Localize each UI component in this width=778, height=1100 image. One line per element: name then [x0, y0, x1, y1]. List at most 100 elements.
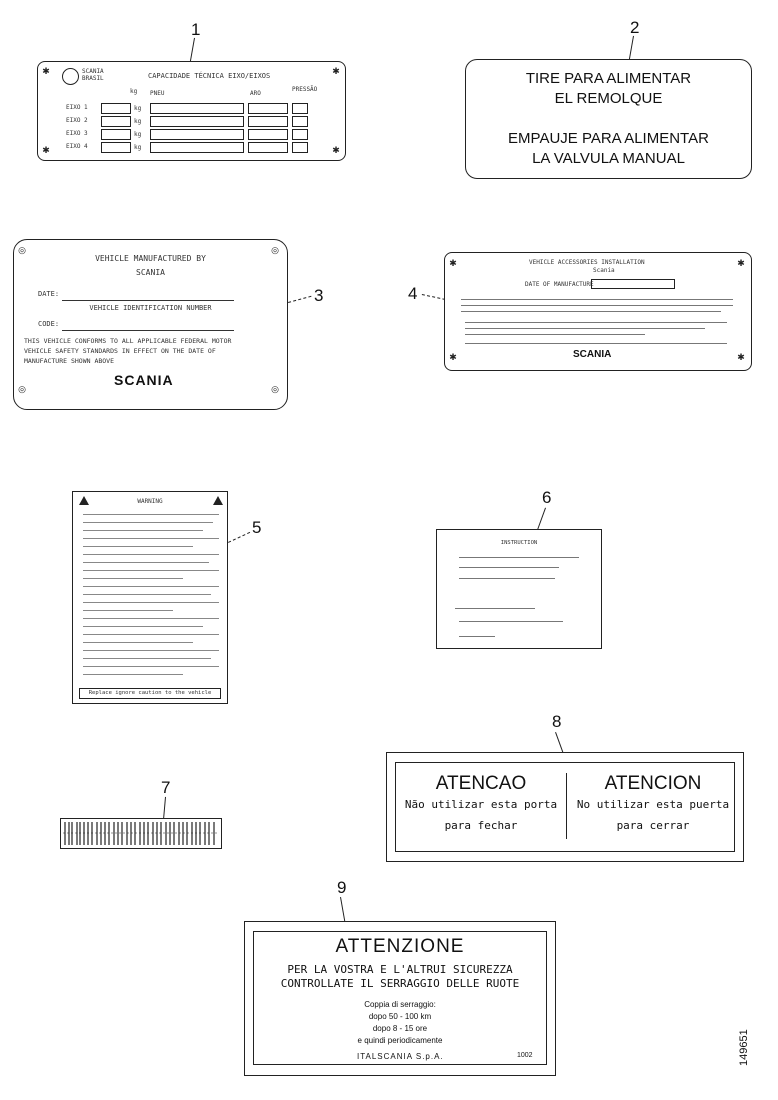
plate-4-title: VEHICLE ACCESSORIES INSTALLATION — [529, 259, 645, 266]
text-line — [83, 514, 219, 515]
manufacturer-name: SCANIA — [136, 268, 165, 277]
plate-2-line-3: EMPAUJE PARA ALIMENTAR — [508, 130, 709, 147]
drawing-number: 149651 — [738, 1029, 750, 1066]
screw-icon: ◎ — [18, 384, 26, 394]
rim-box — [248, 116, 288, 127]
plate-9-small-4: e quindi periodicamente — [357, 1036, 443, 1045]
text-line — [83, 554, 219, 555]
right-line-1: No utilizar esta puerta — [576, 798, 730, 811]
date-underline — [62, 300, 234, 301]
axle-row-label: EIXO 1 — [66, 104, 88, 111]
text-line — [461, 305, 733, 306]
plate-2-trailer-valve: TIRE PARA ALIMENTAR EL REMOLQUE EMPAUJE … — [465, 59, 752, 179]
warning-footer: Replace ignore caution to the vehicle — [88, 690, 212, 696]
leader-line-5 — [228, 531, 251, 543]
text-line — [83, 586, 219, 587]
warning-footer-box — [79, 688, 221, 699]
unit-label: kg — [134, 131, 142, 138]
text-line — [455, 608, 535, 609]
plate-3-manufacturer: ◎ ◎ ◎ ◎ VEHICLE MANUFACTURED BY SCANIA D… — [13, 239, 288, 410]
plate-9-line-2: CONTROLLATE IL SERRAGGIO DELLE RUOTE — [280, 977, 520, 990]
text-line — [83, 522, 213, 523]
text-line — [83, 538, 219, 539]
text-line — [83, 546, 193, 547]
code-label: CODE: — [38, 320, 60, 328]
statement-line-1: THIS VEHICLE CONFORMS TO ALL APPLICABLE … — [24, 337, 232, 345]
field-label: DATE OF MANUFACTURE — [525, 281, 594, 288]
leader-line-9 — [340, 897, 346, 923]
callout-2: 2 — [630, 18, 640, 37]
screw-icon: ✱ — [332, 145, 340, 155]
text-line — [83, 594, 211, 595]
scania-logo: SCANIA — [573, 349, 612, 360]
code-underline — [62, 330, 234, 331]
inner-border — [395, 762, 735, 852]
plate-9-small-3: dopo 8 - 15 ore — [372, 1024, 428, 1033]
callout-9: 9 — [337, 878, 347, 897]
text-line — [83, 650, 219, 651]
left-title: ATENCAO — [435, 773, 527, 794]
text-line — [459, 578, 555, 579]
text-line — [459, 567, 559, 568]
rim-box — [248, 129, 288, 140]
screw-icon: ✱ — [449, 258, 457, 268]
callout-6: 6 — [542, 488, 552, 507]
callout-4: 4 — [408, 284, 418, 303]
left-line-1: Não utilizar esta porta — [404, 798, 558, 811]
plate-9-footer: ITALSCANIA S.p.A. — [357, 1052, 444, 1061]
plate-9-code: 1002 — [517, 1052, 533, 1059]
plate-5-warning-sheet: WARNING Replace ignore caution to the ve… — [72, 491, 228, 704]
axle-row-label: EIXO 2 — [66, 117, 88, 124]
text-line — [459, 621, 563, 622]
screw-icon: ◎ — [271, 245, 279, 255]
statement-line-3: MANUFACTURE SHOWN ABOVE — [24, 357, 115, 365]
barcode-icon — [63, 822, 219, 845]
weight-box — [101, 142, 131, 153]
plate-2-line-4: LA VALVULA MANUAL — [532, 150, 685, 167]
tire-box — [150, 129, 244, 140]
text-line — [83, 666, 219, 667]
plate-9-small-1: Coppia di serraggio: — [364, 1000, 436, 1009]
screw-icon: ✱ — [332, 66, 340, 76]
instruction-heading: INSTRUCTION — [500, 540, 538, 546]
text-line — [83, 530, 203, 531]
pressure-box — [292, 142, 308, 153]
unit-label: kg — [134, 105, 142, 112]
inner-border — [253, 931, 547, 1065]
plate-1-axle-capacity: ✱ ✱ ✱ ✱ SCANIA BRASIL CAPACIDADE TÉCNICA… — [37, 61, 346, 161]
warning-triangle-icon — [213, 496, 223, 505]
weight-box — [101, 129, 131, 140]
text-line — [459, 557, 579, 558]
plate-2-line-1: TIRE PARA ALIMENTAR — [525, 70, 692, 87]
brand-sub: BRASIL — [82, 75, 104, 82]
text-line — [83, 578, 183, 579]
plate-4-accessories: ✱ ✱ ✱ ✱ VEHICLE ACCESSORIES INSTALLATION… — [444, 252, 752, 371]
plate-4-subtitle: Scania — [593, 267, 615, 274]
screw-icon: ✱ — [42, 145, 50, 155]
text-line — [83, 610, 173, 611]
text-line — [461, 299, 733, 300]
statement-line-2: VEHICLE SAFETY STANDARDS IN EFFECT ON TH… — [24, 347, 216, 355]
text-line — [83, 658, 211, 659]
text-line — [465, 343, 727, 344]
callout-1: 1 — [191, 20, 201, 39]
pressure-box — [292, 129, 308, 140]
weight-box — [101, 103, 131, 114]
plate-9-small-2: dopo 50 - 100 km — [368, 1012, 432, 1021]
warning-triangle-icon — [79, 496, 89, 505]
text-line — [83, 570, 219, 571]
scania-logo: SCANIA — [114, 372, 174, 388]
text-line — [83, 618, 219, 619]
tire-box — [150, 103, 244, 114]
plate-2-line-2: EL REMOLQUE — [554, 90, 663, 107]
left-line-2: para fechar — [444, 819, 518, 832]
screw-icon: ✱ — [737, 258, 745, 268]
axle-row-label: EIXO 3 — [66, 130, 88, 137]
column-pressure: PRESSÃO — [292, 86, 318, 93]
rim-box — [248, 103, 288, 114]
text-line — [83, 634, 219, 635]
text-line — [465, 328, 705, 329]
tire-box — [150, 142, 244, 153]
screw-icon: ✱ — [449, 352, 457, 362]
column-weight: kg — [130, 88, 138, 95]
